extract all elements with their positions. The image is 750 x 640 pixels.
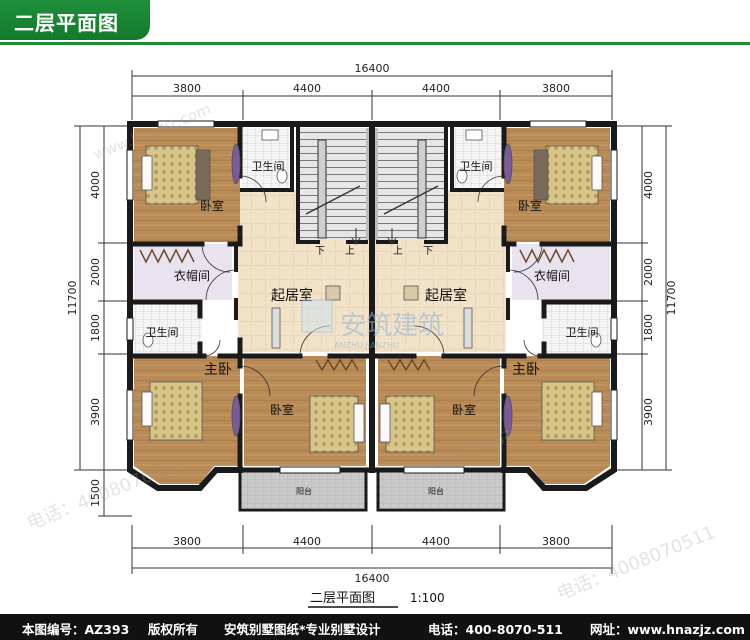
header-bar: 二层平面图	[0, 0, 750, 46]
bed-icon	[545, 145, 599, 205]
room-bedroom-top-right: 卧室	[518, 198, 542, 213]
dim-bottom-total: 16400	[355, 572, 390, 585]
room-bedroom-bottom-right: 卧室	[452, 402, 476, 417]
stairs	[305, 139, 439, 245]
brand-watermark: 安筑建筑 ANZHU JIANZHU	[301, 299, 444, 350]
title-tab: 二层平面图	[0, 0, 150, 40]
room-bedroom-top-left: 卧室	[200, 198, 224, 213]
watermark-brand-pinyin: ANZHU JIANZHU	[334, 341, 399, 350]
footer-site: 网址：www.hnazjz.com	[590, 622, 745, 637]
dim-right-seg-4: 3900	[642, 398, 655, 426]
dim-left-seg-2: 2000	[89, 258, 102, 286]
bed-icon	[541, 381, 595, 441]
dim-left-seg-1: 4000	[89, 171, 102, 199]
room-bath-mid-left: 卫生间	[146, 325, 179, 339]
room-bath-mid-right: 卫生间	[566, 325, 599, 339]
dimensions-top	[131, 70, 613, 120]
page-title: 二层平面图	[14, 11, 119, 35]
room-closet-right: 衣帽间	[534, 268, 570, 283]
bed-icon	[149, 381, 203, 441]
header-rule	[0, 42, 750, 45]
dimensions-bottom	[131, 525, 613, 574]
stair-down-left: 下	[315, 246, 325, 257]
dim-bottom-seg-3: 4400	[422, 535, 450, 548]
room-balcony-left: 阳台	[296, 486, 312, 496]
room-master-left: 主卧	[204, 362, 232, 378]
room-living-right: 起居室	[425, 287, 467, 304]
dim-right-total: 11700	[665, 281, 678, 316]
room-labels: 卧室 卧室 卫生间 卫生间 衣帽间 衣帽间 起居室 起居室 卫生间 卫生间 主卧…	[146, 159, 599, 496]
room-balcony-right: 阳台	[428, 486, 444, 496]
plan-caption: 二层平面图 1:100	[308, 591, 445, 608]
dim-right-seg-3: 1800	[642, 314, 655, 342]
stair-down-right: 下	[423, 246, 433, 257]
footer-phone: 电话：400-8070-511	[428, 622, 563, 637]
footer-code: 本图编号：AZ393	[22, 622, 130, 637]
dim-left-seg-3: 1800	[89, 314, 102, 342]
room-closet-left: 衣帽间	[174, 268, 210, 283]
caption-title: 二层平面图	[310, 591, 375, 606]
windows	[126, 120, 618, 474]
caption-scale: 1:100	[410, 591, 445, 605]
dimension-labels: 16400 3800 4400 4400 3800 3800 4400 4400…	[66, 62, 678, 585]
dim-top-seg-4: 3800	[542, 82, 570, 95]
bed-icon	[309, 395, 359, 453]
stair-up-left: 上	[345, 245, 355, 257]
dim-top-seg-2: 4400	[293, 82, 321, 95]
dimensions-left	[74, 125, 132, 517]
dim-top-seg-1: 3800	[173, 82, 201, 95]
dim-bottom-seg-2: 4400	[293, 535, 321, 548]
dim-right-seg-2: 2000	[642, 258, 655, 286]
room-bedroom-bottom-left: 卧室	[270, 402, 294, 417]
footer-slogan: 安筑别墅图纸*专业别墅设计	[224, 622, 381, 637]
dim-left-total: 11700	[66, 281, 79, 316]
dim-left-seg-4: 3900	[89, 398, 102, 426]
bed-icon	[385, 395, 435, 453]
furniture	[139, 129, 603, 453]
bed-icon	[145, 145, 199, 205]
footer-bar: 本图编号：AZ393 版权所有 安筑别墅图纸*专业别墅设计 电话：400-807…	[0, 614, 750, 640]
room-master-right: 主卧	[512, 362, 540, 378]
floor-plan: 16400 3800 4400 4400 3800 3800 4400 4400…	[24, 62, 718, 608]
dim-top-seg-3: 4400	[422, 82, 450, 95]
dim-right-seg-1: 4000	[642, 171, 655, 199]
dim-bottom-seg-1: 3800	[173, 535, 201, 548]
watermark-brand: 安筑建筑	[340, 311, 444, 341]
watermark-phone: 电话：4008070511	[24, 452, 188, 535]
stair-labels: 下 上 上 下	[315, 245, 433, 257]
footer-rights: 版权所有	[148, 622, 199, 637]
room-bath-top-right: 卫生间	[460, 159, 493, 173]
dimensions-right	[612, 125, 672, 471]
dim-top-total: 16400	[355, 62, 390, 75]
doors	[201, 175, 543, 397]
stair-up-right: 上	[393, 245, 403, 257]
dim-left-seg-5: 1500	[89, 479, 102, 507]
dim-bottom-seg-4: 3800	[542, 535, 570, 548]
room-bath-top-left: 卫生间	[252, 159, 285, 173]
watermark-phone-2: 电话：4008070511	[554, 522, 718, 605]
